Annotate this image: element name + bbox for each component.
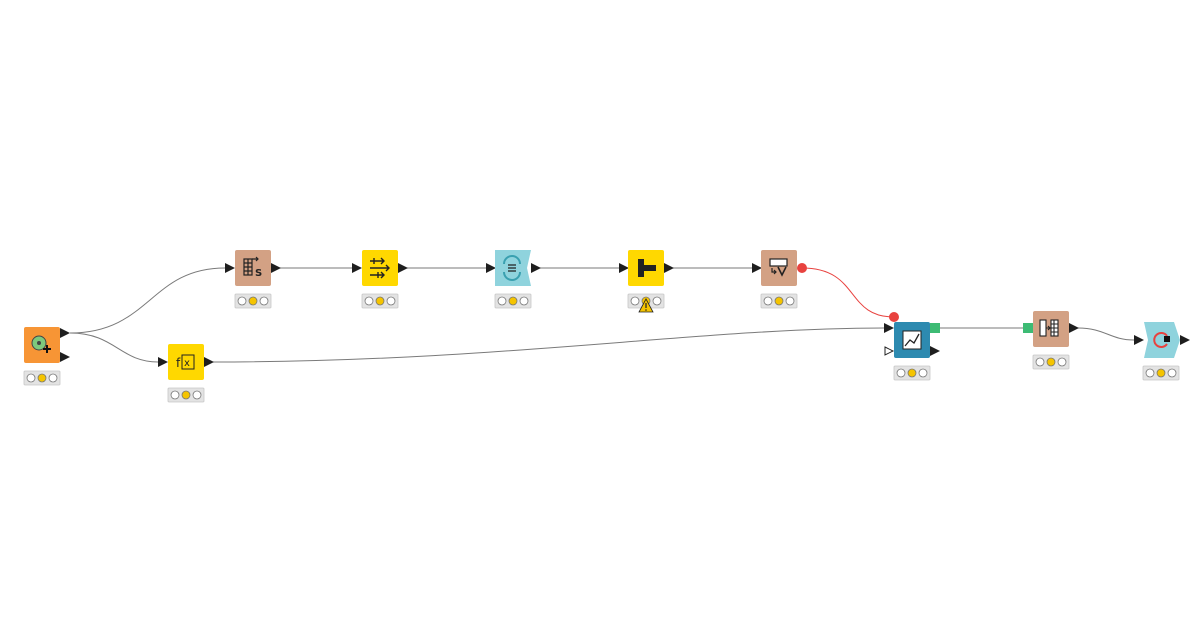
out-port-data-2[interactable] bbox=[60, 352, 70, 362]
table-variable-icon bbox=[769, 258, 788, 277]
status-traffic-light bbox=[893, 365, 931, 381]
status-traffic-light bbox=[234, 293, 272, 309]
node-predictor[interactable] bbox=[1023, 311, 1079, 370]
status-traffic-light bbox=[167, 387, 205, 403]
status-traffic-light bbox=[494, 293, 532, 309]
in-port-data[interactable] bbox=[225, 263, 235, 273]
status-traffic-light bbox=[1142, 365, 1180, 381]
status-traffic-light bbox=[1032, 354, 1070, 370]
arrows-right-icon bbox=[370, 257, 390, 279]
out-port-data[interactable] bbox=[531, 263, 541, 273]
out-port-data[interactable] bbox=[664, 263, 674, 273]
node-yellow-transform[interactable] bbox=[352, 250, 408, 309]
in-port-data[interactable] bbox=[752, 263, 762, 273]
in-port-flow-variable[interactable] bbox=[889, 312, 899, 322]
status-traffic-light bbox=[361, 293, 399, 309]
node-yellow-splitter[interactable] bbox=[619, 250, 674, 313]
out-port-data[interactable] bbox=[204, 357, 214, 367]
in-port-data[interactable] bbox=[1134, 335, 1144, 345]
loop-list-icon bbox=[503, 255, 521, 281]
circle-plus-icon bbox=[31, 335, 51, 353]
function-icon: f x bbox=[176, 354, 195, 370]
node-column-filter[interactable]: S bbox=[225, 250, 281, 309]
in-port-data[interactable] bbox=[486, 263, 496, 273]
out-port-data[interactable] bbox=[1069, 323, 1079, 333]
table-merge-icon bbox=[1039, 319, 1059, 337]
connection-n1-n7[interactable] bbox=[69, 332, 159, 363]
connection-n6-n8-variable[interactable] bbox=[801, 267, 895, 318]
svg-text:f: f bbox=[176, 356, 181, 370]
svg-text:x: x bbox=[184, 358, 190, 369]
warning-icon[interactable] bbox=[638, 298, 654, 313]
in-port-data[interactable] bbox=[619, 263, 629, 273]
in-port-data[interactable] bbox=[884, 323, 894, 333]
out-port-data[interactable] bbox=[1180, 335, 1190, 345]
out-port-model[interactable] bbox=[930, 323, 940, 333]
in-port-model[interactable] bbox=[1023, 323, 1033, 333]
node-creator-orange[interactable] bbox=[23, 327, 70, 386]
in-port-data[interactable] bbox=[158, 357, 168, 367]
loop-end-icon bbox=[1153, 332, 1170, 348]
chart-line-icon bbox=[902, 330, 922, 350]
node-loop-start[interactable] bbox=[486, 250, 541, 309]
in-port-data[interactable] bbox=[352, 263, 362, 273]
node-table-to-variable[interactable] bbox=[752, 250, 807, 309]
in-port-data-optional[interactable] bbox=[884, 346, 895, 356]
out-port-data[interactable] bbox=[930, 346, 940, 356]
out-port-data[interactable] bbox=[271, 263, 281, 273]
node-math-formula[interactable]: f x bbox=[158, 344, 214, 403]
status-traffic-light bbox=[23, 370, 61, 386]
out-port-flow-variable[interactable] bbox=[797, 263, 807, 273]
node-loop-end[interactable] bbox=[1134, 322, 1190, 381]
out-port-data[interactable] bbox=[60, 328, 70, 338]
splitter-icon bbox=[638, 259, 656, 277]
node-learner[interactable] bbox=[884, 312, 940, 381]
connection-n7-n8[interactable] bbox=[212, 327, 885, 363]
out-port-data[interactable] bbox=[398, 263, 408, 273]
connection-n1-n2[interactable] bbox=[69, 267, 226, 334]
status-traffic-light bbox=[760, 293, 798, 309]
table-s-icon: S bbox=[243, 256, 262, 279]
svg-text:S: S bbox=[255, 268, 262, 279]
connections bbox=[69, 267, 1135, 363]
connection-n9-n10[interactable] bbox=[1077, 327, 1135, 341]
